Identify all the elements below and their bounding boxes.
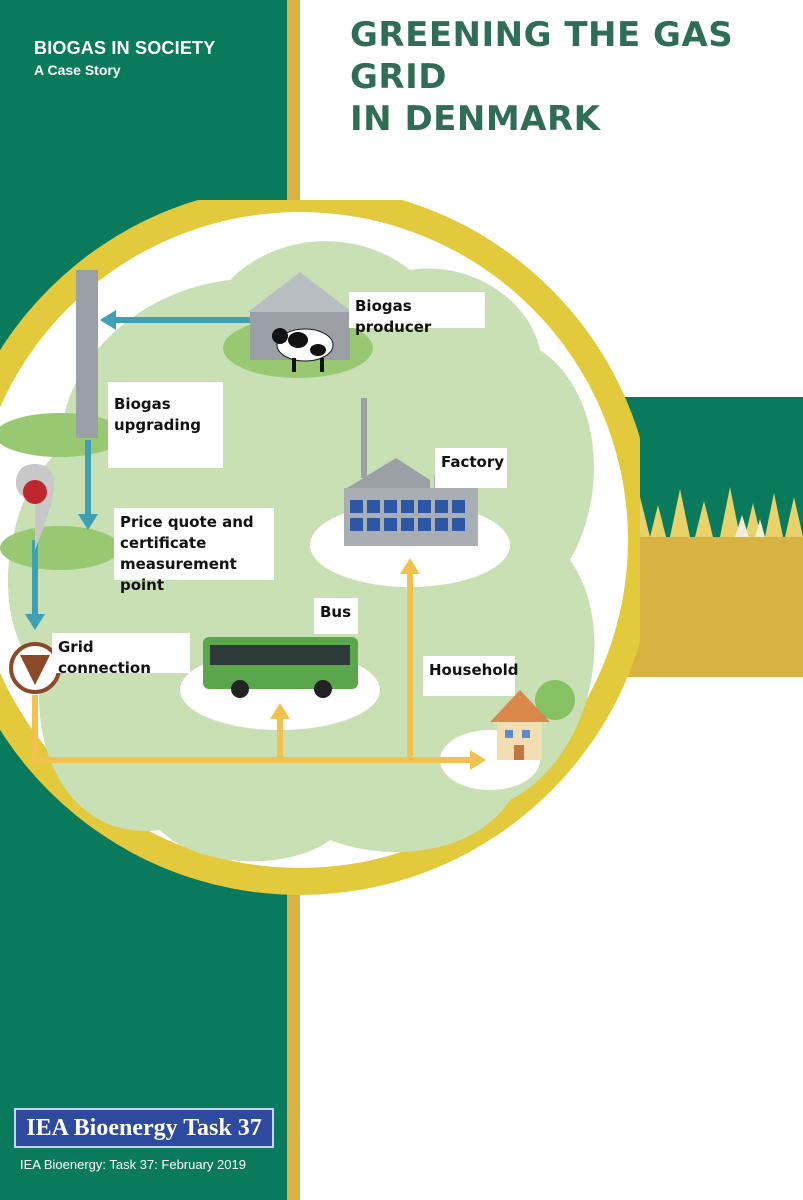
- series-subtitle: A Case Story: [34, 62, 121, 78]
- label-biogas-producer: Biogas producer: [349, 292, 485, 336]
- label-biogas-upgrading-line1: Biogas: [114, 395, 171, 413]
- label-factory: Factory: [435, 448, 507, 488]
- label-grid-connection: Grid connection: [52, 633, 190, 677]
- label-price-quote-line3: measurement point: [120, 555, 237, 594]
- label-biogas-upgrading-line2: upgrading: [114, 416, 201, 434]
- title-line-1: GREENING THE GAS GRID: [350, 15, 734, 97]
- cow-icon: [272, 328, 334, 372]
- bus-icon: [203, 637, 358, 698]
- title-line-2: IN DENMARK: [350, 99, 601, 139]
- iea-task37-badge: IEA Bioenergy Task 37: [14, 1108, 274, 1148]
- upgrading-tower: [76, 270, 98, 438]
- label-price-quote-line1: Price quote and: [120, 513, 254, 531]
- label-household: Household: [423, 656, 519, 696]
- house-icon: [490, 680, 575, 760]
- label-biogas-upgrading: Biogas upgrading: [108, 382, 223, 468]
- label-bus: Bus: [314, 598, 358, 634]
- label-price-quote: Price quote and certificate measurement …: [114, 508, 274, 594]
- series-title: BIOGAS IN SOCIETY: [34, 38, 216, 58]
- label-price-quote-line2: certificate: [120, 534, 207, 552]
- page-title: GREENING THE GAS GRID IN DENMARK: [350, 14, 790, 140]
- footer-date-line: IEA Bioenergy: Task 37: February 2019: [20, 1157, 246, 1172]
- biogas-grid-illustration: [0, 200, 640, 895]
